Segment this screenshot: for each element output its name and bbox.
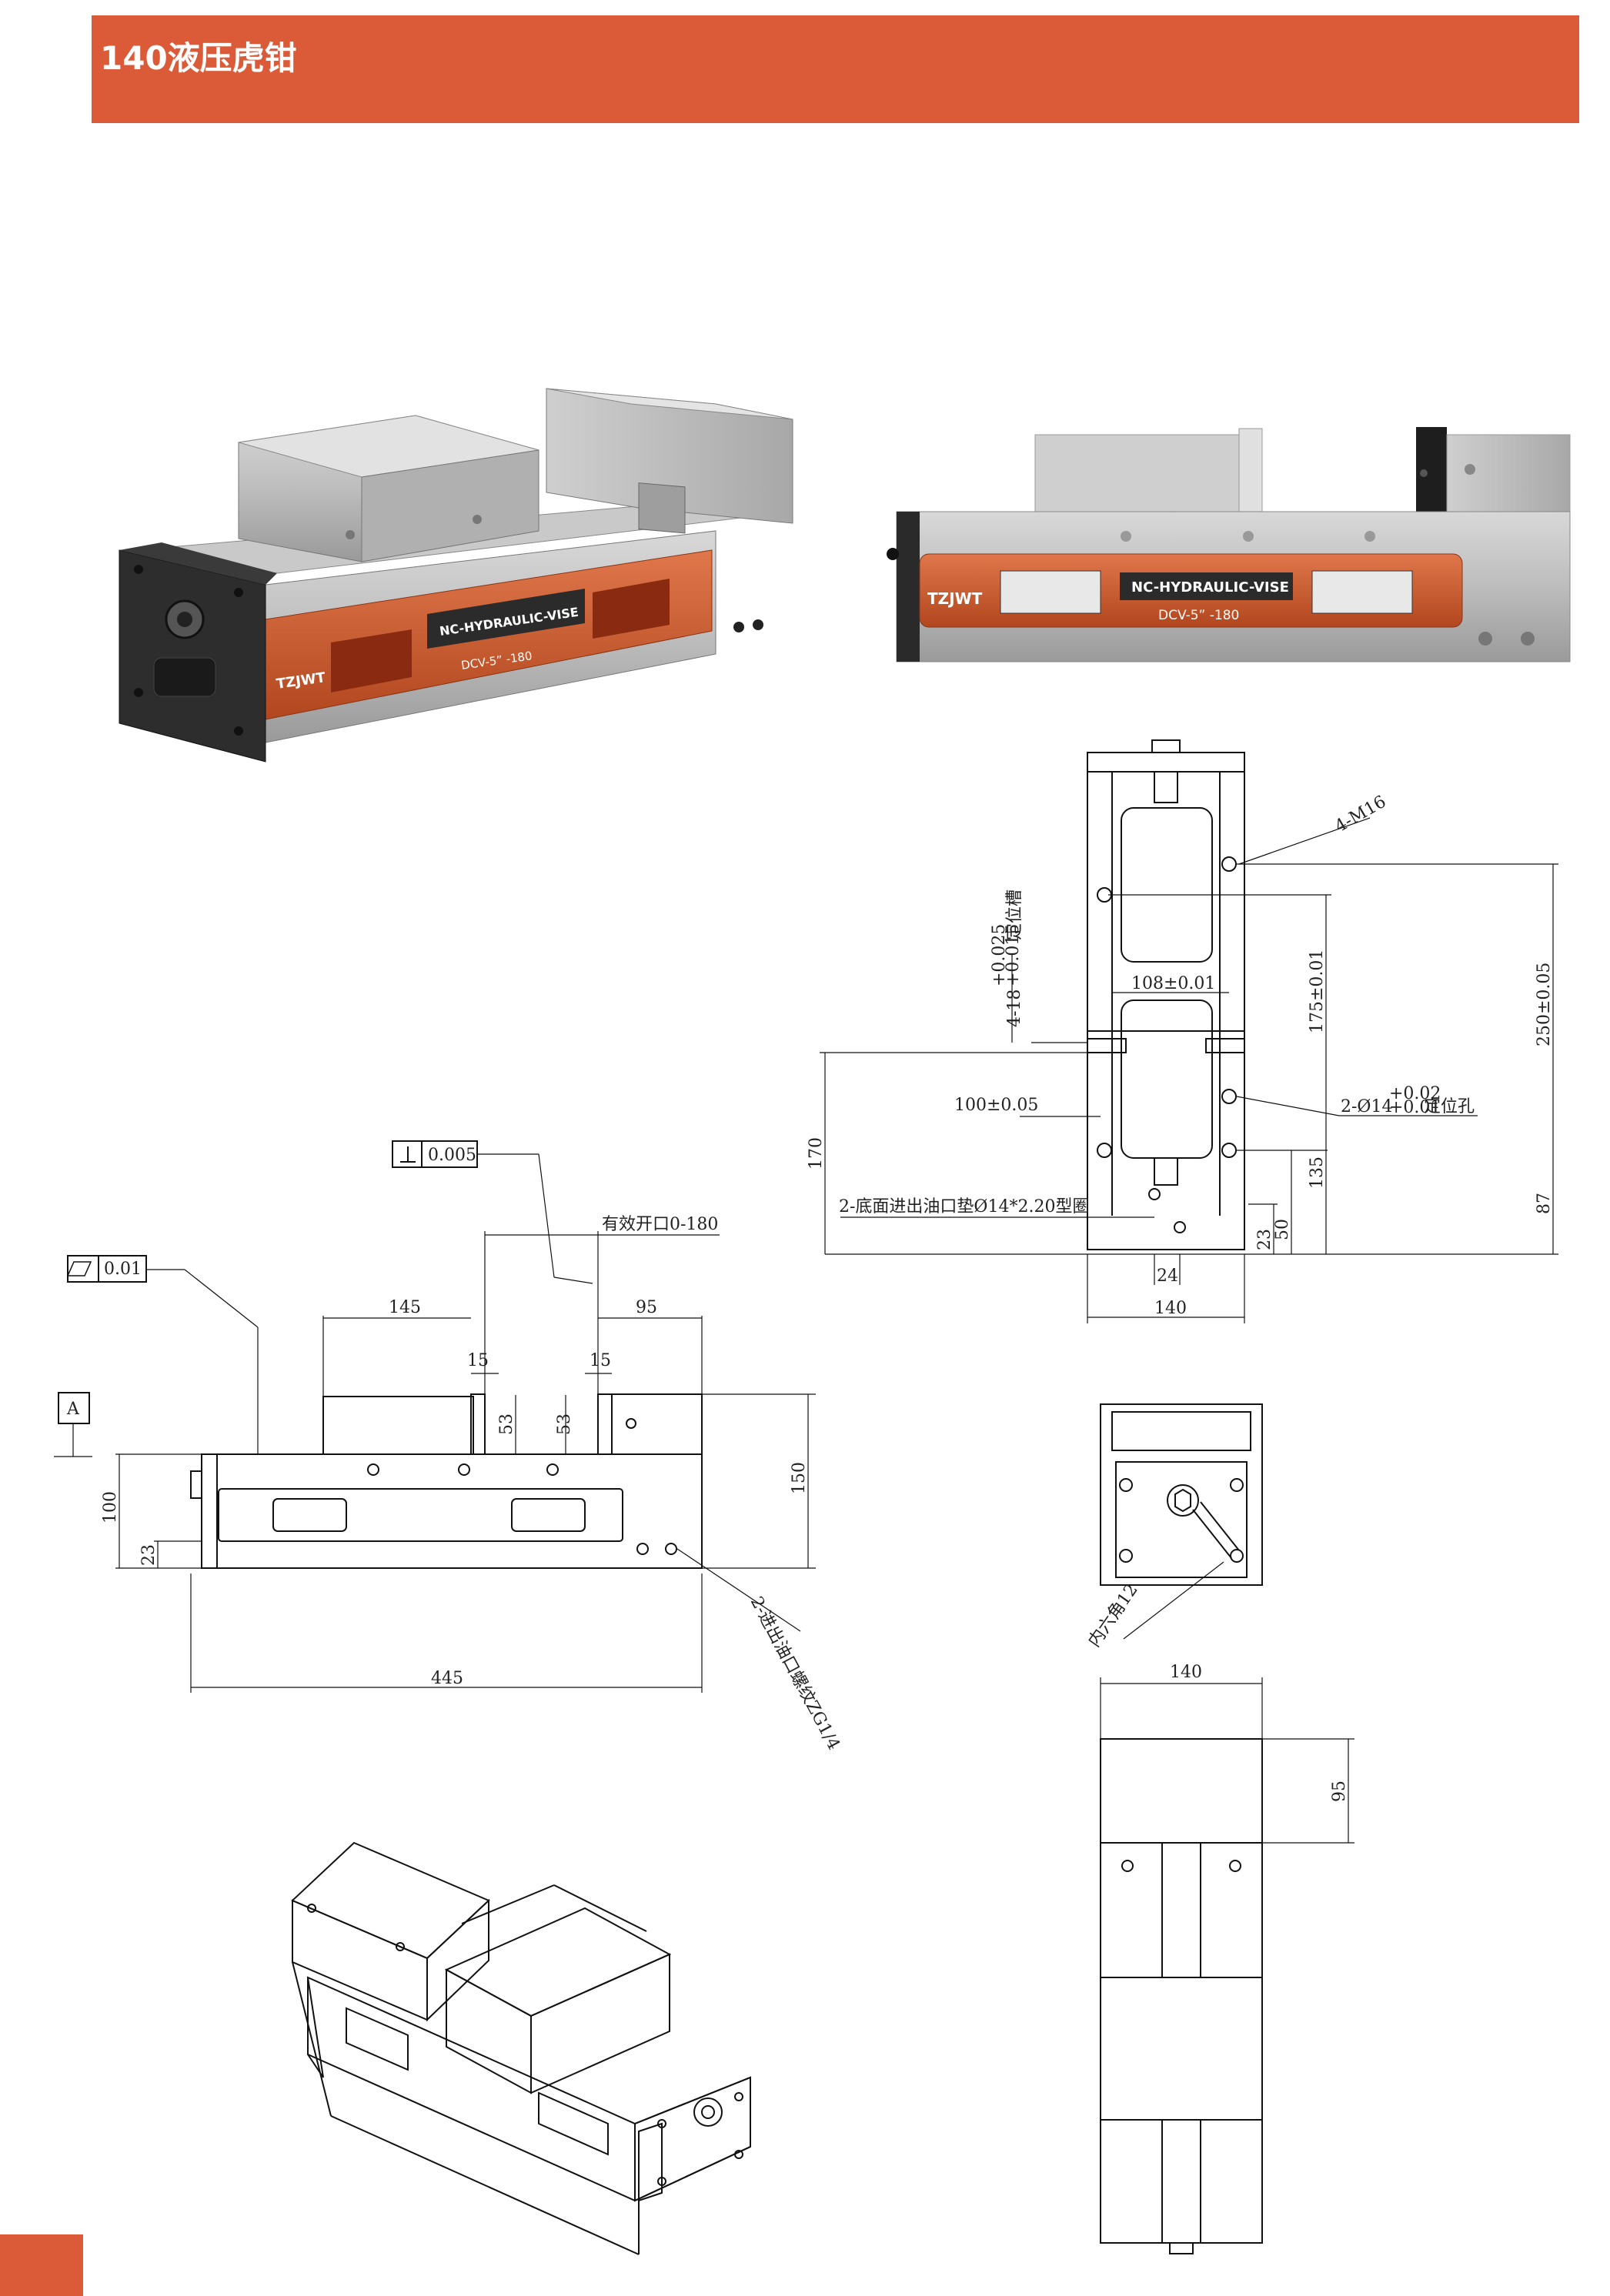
side-plate-title: NC-HYDRAULIC-VISE	[1131, 579, 1289, 596]
dim-53-left: 53	[497, 1413, 516, 1435]
slot-tol-lower: +0.015	[1004, 924, 1023, 986]
dim-87: 87	[1535, 1193, 1554, 1214]
top-plan-dimensions: 4-M16 108±0.01 175±0.01 250±0.05 100±0.0…	[807, 793, 1554, 1318]
dim-24: 24	[1157, 1266, 1178, 1286]
slot-tol-upper: +0.025	[990, 924, 1009, 986]
dim-50: 50	[1273, 1219, 1292, 1240]
pin-label-head: 2-Ø14	[1341, 1097, 1392, 1116]
perp-symbol: ⊥	[398, 1144, 414, 1163]
flatness-tolerance: 0.01	[104, 1260, 142, 1279]
port-label: 2-进出油口螺纹ZG1/4	[747, 1594, 843, 1753]
oring-label: 2-底面进出油口垫Ø14*2.20型圈	[839, 1197, 1089, 1216]
hex-label: 内六角12	[1084, 1580, 1141, 1650]
side-view	[54, 1140, 816, 1693]
dim-108: 108±0.01	[1131, 974, 1215, 993]
perp-tolerance: 0.005	[428, 1146, 476, 1165]
dim-135: 135	[1308, 1156, 1327, 1189]
front-view	[1100, 1677, 1354, 2254]
side-view-dimensions: ⊥ 0.005 0.01 A 有效开口0-180 145 95 15 15 53…	[66, 1144, 843, 1754]
jaw-opening: 有效开口0-180	[602, 1215, 718, 1234]
side-brand-logo: TZJWT	[927, 589, 983, 608]
dim-150: 150	[790, 1462, 809, 1494]
dim-445: 445	[431, 1669, 463, 1688]
vise-photo-perspective: NC-HYDRAULIC-VISE DCV-5” -180 TZJWT	[119, 388, 793, 763]
dim-53-right: 53	[555, 1413, 574, 1435]
dim-100: 100±0.05	[954, 1096, 1038, 1115]
isometric-line-drawing	[291, 1841, 751, 2255]
page-title: 140液压虎钳	[100, 39, 297, 77]
dim-170: 170	[807, 1137, 826, 1170]
top-plan-view	[820, 739, 1558, 1323]
dim-175: 175±0.01	[1308, 949, 1327, 1033]
dim-23-side: 23	[139, 1544, 159, 1566]
vise-photo-side: NC-HYDRAULIC-VISE DCV-5” -180 TZJWT	[887, 427, 1571, 662]
dim-23: 23	[1255, 1229, 1274, 1250]
header-banner	[92, 15, 1579, 123]
dim-95-front: 95	[1330, 1780, 1349, 1802]
dim-145: 145	[389, 1298, 421, 1317]
dim-95-side: 95	[636, 1298, 657, 1317]
end-view	[1100, 1403, 1263, 1640]
pin-label-tail: 定位孔	[1424, 1097, 1475, 1116]
slot-label-head: 4-18	[1005, 989, 1024, 1027]
dim-100-side: 100	[101, 1491, 120, 1523]
slot-label-tail: 定位槽	[1005, 889, 1024, 940]
dim-15-right: 15	[590, 1351, 611, 1370]
dim-140-top: 140	[1154, 1299, 1187, 1318]
pin-tol-lower: +0.01	[1389, 1098, 1441, 1117]
pin-tol-upper: +0.02	[1389, 1084, 1441, 1103]
dim-140-front: 140	[1170, 1663, 1202, 1682]
datum-a: A	[66, 1400, 80, 1419]
corner-tab	[0, 2234, 83, 2296]
side-plate-model: DCV-5” -180	[1158, 608, 1239, 623]
dim-4-m16: 4-M16	[1332, 793, 1390, 837]
dim-15-left: 15	[467, 1351, 489, 1370]
dim-250: 250±0.05	[1535, 963, 1554, 1046]
